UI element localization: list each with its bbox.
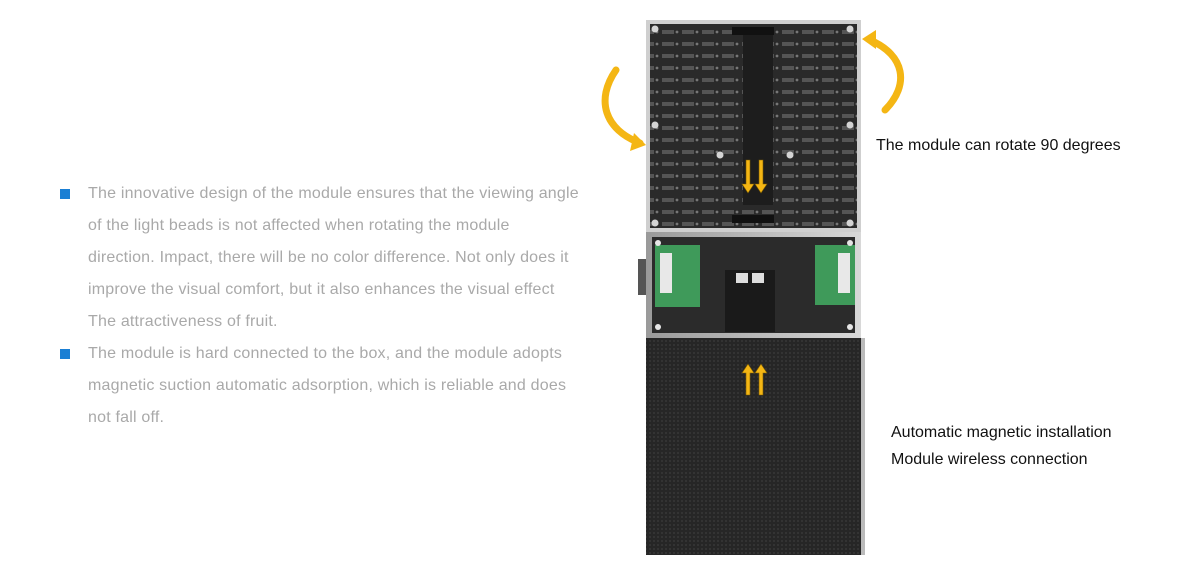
- receiver-card-right: [815, 245, 855, 305]
- up-arrows-icon: [741, 363, 768, 396]
- feature-item-rotation: The innovative design of the module ensu…: [60, 178, 580, 338]
- led-module-front: [646, 338, 861, 555]
- feature-item-magnetic: The module is hard connected to the box,…: [60, 338, 580, 434]
- rotate-arrow-right-icon: [862, 30, 904, 114]
- bullet-square-icon: [60, 189, 70, 199]
- install-caption-line2: Module wireless connection: [891, 451, 1088, 468]
- install-caption: Automatic magnetic installation Module w…: [891, 419, 1112, 473]
- bullet-square-icon: [60, 349, 70, 359]
- led-module-cabinet-illustration: [601, 20, 904, 555]
- feature-text: The innovative design of the module ensu…: [88, 185, 579, 330]
- install-caption-line1: Automatic magnetic installation: [891, 424, 1112, 441]
- power-connector: [725, 270, 775, 332]
- feature-list: The innovative design of the module ensu…: [60, 178, 580, 434]
- rotated-module-back: [646, 20, 861, 232]
- receiver-card-left: [655, 245, 700, 307]
- down-arrows-icon: [741, 159, 768, 194]
- rotate-arrow-left-icon: [601, 66, 646, 151]
- feature-text: The module is hard connected to the box,…: [88, 345, 567, 426]
- rotate-caption: The module can rotate 90 degrees: [876, 137, 1121, 154]
- cabinet-frame: [638, 232, 861, 338]
